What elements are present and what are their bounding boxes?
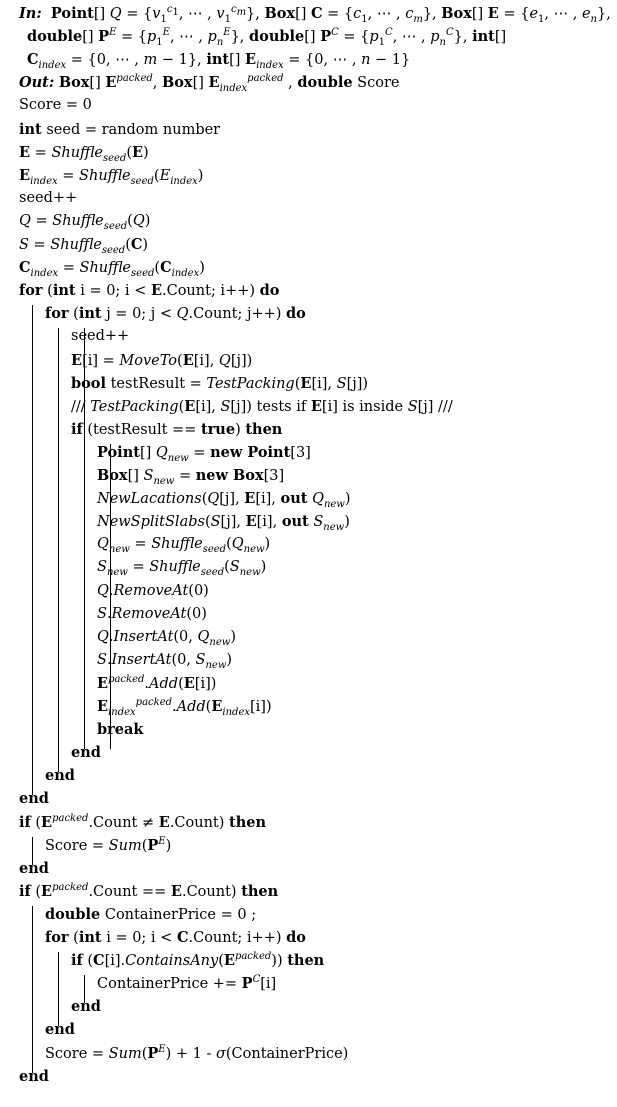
code-line-l40: end xyxy=(71,998,101,1016)
code-line-l1: Score = 0 xyxy=(19,97,92,114)
code-line-l32: if (Epacked.Count ≠ E.Count) then xyxy=(19,812,267,831)
code-line-l35: if (Epacked.Count == E.Count) then xyxy=(19,881,279,900)
block-bar xyxy=(58,328,59,773)
code-line-l20: Qnew = Shuffleseed(Qnew) xyxy=(97,536,271,556)
code-line-l39: ContainerPrice += PC[i] xyxy=(97,974,277,993)
code-line-l27: Eindexpacked.Add(Eindex[i]) xyxy=(97,697,272,718)
code-line-l34: end xyxy=(19,859,49,877)
code-line-l33: Score = Sum(PE) xyxy=(45,835,172,854)
code-line-l36: double ContainerPrice = 0 ; xyxy=(45,905,257,923)
code-line-l30: end xyxy=(45,767,75,785)
code-line-l13: bool testResult = TestPacking(E[i], S[j]… xyxy=(71,374,369,392)
code-line-l10: for (int j = 0; j < Q.Count; j++) do xyxy=(45,305,306,323)
code-line-l9: for (int i = 0; i < E.Count; i++) do xyxy=(19,282,280,300)
code-line-l42: Score = Sum(PE) + 1 - σ(ContainerPrice) xyxy=(45,1043,349,1062)
code-line-in2: double[] PE = {p1E, ⋯ , pnE}, double[] P… xyxy=(27,27,507,48)
code-line-out: Out: Box[] Epacked, Box[] Eindexpacked ,… xyxy=(19,73,400,95)
code-line-l23: S.RemoveAt(0) xyxy=(97,605,207,622)
block-bar xyxy=(32,905,33,1073)
code-line-l29: end xyxy=(71,744,101,762)
code-line-l7: S = Shuffleseed(C) xyxy=(19,236,149,256)
code-line-l18: NewLacations(Q[j], E[i], out Qnew) xyxy=(97,490,351,510)
code-line-l25: S.InsertAt(0, Snew) xyxy=(97,651,233,671)
code-line-l43: end xyxy=(19,1067,49,1085)
block-bar xyxy=(32,305,33,796)
code-line-l3: E = Shuffleseed(E) xyxy=(19,143,149,164)
code-line-l24: Q.InsertAt(0, Qnew) xyxy=(97,628,236,648)
code-line-l8: Cindex = Shuffleseed(Cindex) xyxy=(19,259,205,279)
code-line-l15: if (testResult == true) then xyxy=(71,420,283,438)
code-line-l2: int seed = random number xyxy=(19,120,221,138)
code-line-l12: E[i] = MoveTo(E[i], Q[j]) xyxy=(71,351,253,369)
block-bar xyxy=(84,328,85,750)
block-bar xyxy=(110,443,111,750)
code-line-l26: Epacked.Add(E[i]) xyxy=(97,674,217,692)
code-line-l11: seed++ xyxy=(71,328,130,345)
code-line-in3: Cindex = {0, ⋯ , m − 1}, int[] Eindex = … xyxy=(27,51,411,72)
code-line-l28: break xyxy=(97,721,144,739)
code-line-l21: Snew = Shuffleseed(Snew) xyxy=(97,559,267,579)
code-line-l16: Point[] Qnew = new Point[3] xyxy=(97,443,311,464)
code-line-l4: Eindex = Shuffleseed(Eindex) xyxy=(19,166,204,187)
code-line-l6: Q = Shuffleseed(Q) xyxy=(19,212,151,232)
code-line-l14: /// TestPacking(E[i], S[j]) tests if E[i… xyxy=(71,397,453,415)
code-line-l19: NewSplitSlabs(S[j], E[i], out Snew) xyxy=(97,513,350,534)
code-line-in1: In: Point[] Q = {v1c1, ⋯ , v1cm}, Box[] … xyxy=(19,4,611,25)
block-bar xyxy=(32,836,33,865)
code-line-l17: Box[] Snew = new Box[3] xyxy=(97,467,285,487)
code-line-l37: for (int i = 0; i < C.Count; i++) do xyxy=(45,929,306,946)
block-bar xyxy=(84,975,85,1004)
code-line-l38: if (C[i].ContainsAny(Epacked)) then xyxy=(71,951,325,970)
code-line-l5: seed++ xyxy=(19,189,78,206)
code-line-l31: end xyxy=(19,790,49,808)
block-bar xyxy=(58,952,59,1027)
code-line-l22: Q.RemoveAt(0) xyxy=(97,582,209,599)
code-line-l41: end xyxy=(45,1021,75,1039)
